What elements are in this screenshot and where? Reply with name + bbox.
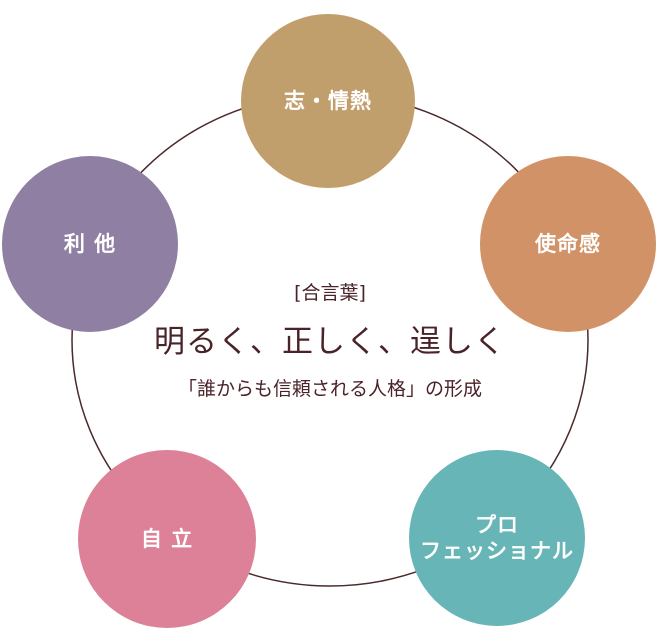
node-passion: 志・情熱 [241,14,415,188]
node-label: 自 立 [140,526,194,551]
motto: 明るく、正しく、逞しく [154,324,506,360]
motto-label: [合言葉] [294,282,366,304]
node-label: 利 他 [63,231,117,256]
subtitle: 「誰からも信頼される人格」の形成 [177,378,482,400]
node-mission: 使命感 [480,156,656,332]
node-professional: プロ フェッショナル [409,450,585,626]
node-label: 志・情熱 [284,88,372,113]
node-altruism: 利 他 [2,156,178,332]
node-label: 使命感 [535,231,601,256]
node-independence: 自 立 [78,450,256,628]
node-label: プロ フェッショナル [420,512,574,563]
